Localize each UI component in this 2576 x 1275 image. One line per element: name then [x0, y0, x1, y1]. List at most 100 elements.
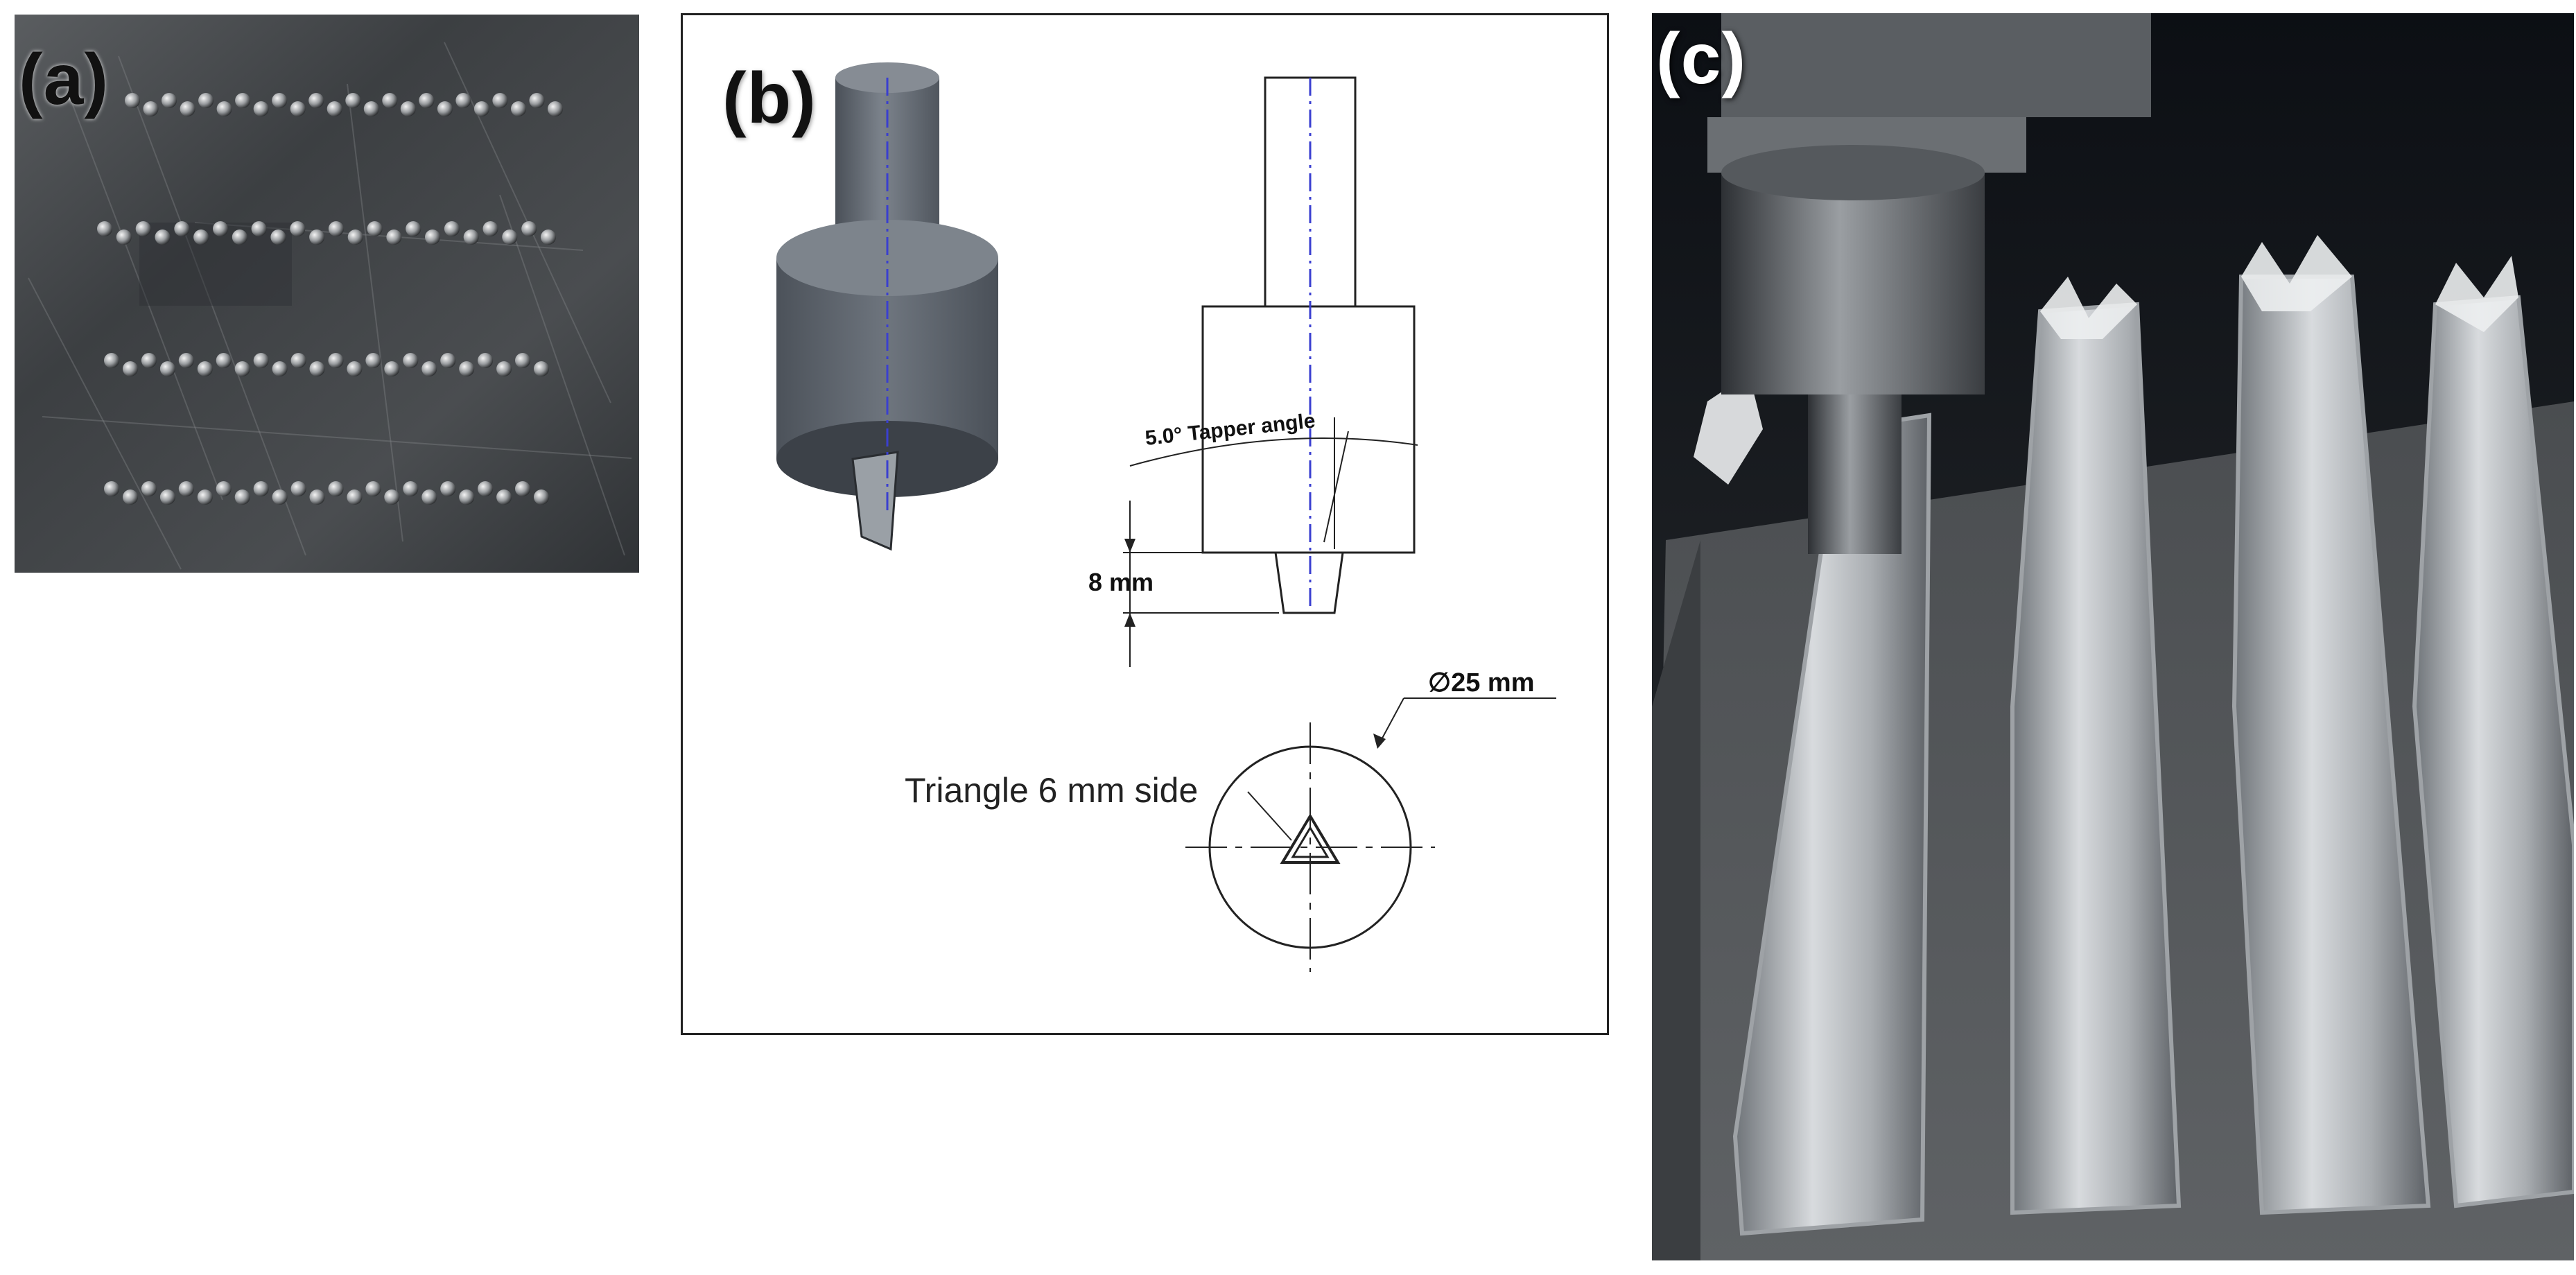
drilled-hole — [290, 221, 306, 236]
drilled-hole — [178, 353, 194, 368]
drilled-hole — [403, 353, 419, 368]
drilled-hole — [482, 221, 498, 236]
drilled-hole — [386, 229, 402, 245]
tool-bottom-view — [1185, 697, 1556, 972]
drilled-hole — [365, 353, 381, 368]
drilled-hole — [216, 353, 232, 368]
tool-drawing: 5.0° Tapper angle 8 mm ∅25 mm Triangle 6… — [776, 62, 1556, 972]
tool-pin — [851, 451, 899, 551]
drilled-hole — [234, 489, 250, 505]
drilled-hole — [478, 481, 494, 496]
drilled-hole — [403, 481, 419, 496]
drilled-hole — [270, 229, 286, 245]
drilled-hole — [174, 221, 190, 236]
drilled-hole — [502, 229, 518, 245]
taper-angle-label: 5.0° Tapper angle — [1144, 409, 1316, 450]
drilled-hole — [440, 481, 456, 496]
drilled-hole — [534, 489, 549, 505]
drilled-hole — [515, 353, 530, 368]
drilled-hole — [253, 101, 269, 116]
drilled-hole — [272, 93, 288, 108]
drilled-hole — [125, 93, 140, 108]
drilled-hole — [421, 361, 437, 376]
drilled-hole — [197, 361, 213, 376]
drilled-hole — [421, 489, 437, 505]
panel-label-a: (a) — [19, 40, 110, 120]
drilled-hole — [328, 481, 344, 496]
drilled-hole — [384, 489, 400, 505]
hole-rows — [97, 93, 563, 505]
drilled-hole — [216, 101, 232, 116]
drilled-hole — [104, 481, 119, 496]
drilled-hole — [492, 93, 508, 108]
drilled-hole — [459, 361, 475, 376]
drilled-hole — [290, 353, 306, 368]
drilled-hole — [534, 361, 549, 376]
panel-a-photo: (a) — [15, 15, 639, 573]
drilled-hole — [328, 221, 344, 236]
drilled-hole — [216, 481, 232, 496]
panel-label-c: (c) — [1656, 19, 1747, 99]
panel-c-photo: (c) — [1652, 13, 2574, 1260]
pin-length-label: 8 mm — [1088, 568, 1154, 596]
drilled-hole — [463, 229, 479, 245]
drilled-hole — [155, 229, 171, 245]
drilled-hole — [347, 489, 363, 505]
drilled-hole — [193, 229, 209, 245]
drilled-hole — [141, 353, 157, 368]
drilled-hole — [97, 221, 112, 236]
drilled-hole — [135, 221, 151, 236]
drilled-hole — [541, 229, 556, 245]
drilled-hole — [459, 489, 475, 505]
tool-side-view — [1123, 76, 1418, 667]
drilled-hole — [347, 229, 363, 245]
drilled-hole — [232, 229, 247, 245]
drilled-hole — [251, 221, 267, 236]
drilled-hole — [143, 101, 159, 116]
drilled-hole — [290, 101, 306, 116]
drilled-hole — [496, 489, 512, 505]
drilled-hole — [308, 93, 324, 108]
drilled-hole — [382, 93, 398, 108]
fsp-tool — [1808, 394, 1901, 554]
drilled-hole — [367, 221, 383, 236]
drilled-hole — [455, 93, 471, 108]
drilled-hole — [425, 229, 440, 245]
tool-isometric-view — [776, 62, 998, 551]
drilled-hole — [384, 361, 400, 376]
drilled-hole — [400, 101, 416, 116]
drilled-hole — [116, 229, 132, 245]
drilled-hole — [309, 229, 325, 245]
drilled-hole — [178, 481, 194, 496]
drilled-hole — [529, 93, 545, 108]
drilled-hole — [419, 93, 435, 108]
spindle — [1707, 13, 2151, 554]
flash-burrs — [1694, 235, 2518, 485]
drilled-hole — [496, 361, 512, 376]
drilled-hole — [515, 481, 530, 496]
drilled-hole — [478, 353, 494, 368]
drilled-hole — [345, 93, 361, 108]
drilled-hole — [234, 361, 250, 376]
drilled-hole — [328, 353, 344, 368]
pin-shape-label: Triangle 6 mm side — [905, 771, 1198, 810]
drilled-hole — [162, 93, 177, 108]
drilled-hole — [440, 353, 456, 368]
drilled-hole — [272, 489, 288, 505]
drilled-hole — [197, 489, 213, 505]
diameter-label: ∅25 mm — [1428, 668, 1535, 697]
plate-photo — [15, 15, 639, 573]
drilled-hole — [235, 93, 251, 108]
drilled-hole — [444, 221, 460, 236]
drilled-hole — [123, 361, 138, 376]
drilled-hole — [327, 101, 342, 116]
drilled-hole — [141, 481, 157, 496]
machining-photo — [1652, 13, 2574, 1260]
drilled-hole — [406, 221, 421, 236]
drilled-hole — [437, 101, 453, 116]
drilled-hole — [309, 489, 325, 505]
drilled-hole — [473, 101, 489, 116]
drilled-hole — [347, 361, 363, 376]
drilled-hole — [213, 221, 228, 236]
drilled-hole — [180, 101, 195, 116]
